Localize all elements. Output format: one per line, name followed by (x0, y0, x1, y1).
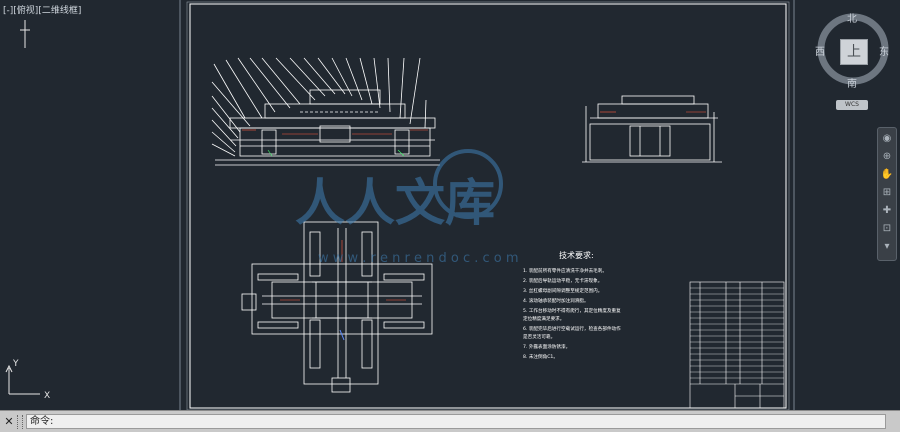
orbit-icon[interactable]: ⊕ (882, 151, 892, 162)
wcs-menu[interactable]: WCS (836, 100, 868, 110)
watermark-text: 人人文库 (295, 174, 495, 232)
viewcube-ring[interactable] (817, 13, 889, 85)
watermark-url: w w w . r e n r e n d o c . c o m (318, 251, 519, 266)
viewcube[interactable]: 北 南 西 东 上 (815, 8, 891, 98)
viewcube-south[interactable]: 南 (847, 79, 857, 90)
viewcube-east[interactable]: 东 (879, 47, 889, 58)
model-viewport[interactable]: 技术要求: 1. 装配前所有零件应清洗干净并去毛刺。 2. 装配后导轨运动平稳，… (0, 0, 900, 410)
navigation-bar[interactable]: ◉ ⊕ ✋ ⊞ ✚ ⊡ ▾ (877, 127, 897, 261)
command-input[interactable]: 命令: (26, 414, 886, 429)
tech-req-line: 定位精度满足要求。 (523, 315, 564, 322)
tech-req-line: 6. 装配完毕后进行空载试运行，检查各部件动作 (523, 325, 621, 332)
tech-req-line: 4. 滚动轴承装配时加注润滑脂。 (523, 297, 589, 304)
tech-req-line: 是否灵活可靠。 (523, 333, 555, 340)
zoom-icon[interactable]: ✚ (882, 205, 892, 216)
viewcube-top-face[interactable]: 上 (840, 39, 868, 65)
watermark-logo (433, 149, 503, 219)
command-line-bar: ✕ 命令: (0, 410, 900, 432)
tech-req-line: 1. 装配前所有零件应清洗干净并去毛刺。 (523, 267, 607, 274)
tech-req-line: 2. 装配后导轨运动平稳，无卡滞现象。 (523, 277, 602, 284)
side-section-view (582, 95, 722, 163)
command-line-grip[interactable] (17, 415, 23, 429)
tech-req-line: 5. 工作台移动时不得有爬行，其定位精度及重复 (523, 307, 621, 314)
cad-drawing: 技术要求: 1. 装配前所有零件应清洗干净并去毛刺。 2. 装配后导轨运动平稳，… (5, 0, 889, 410)
viewcube-west[interactable]: 西 (815, 47, 825, 58)
viewport-minus-control[interactable]: [-] (3, 6, 14, 16)
watermark: 人人文库 w w w . r e n r e n d o c . c o m (295, 149, 519, 266)
visual-style-control[interactable]: [二维线框] (38, 6, 82, 16)
tech-req-lines: 1. 装配前所有零件应清洗干净并去毛刺。 2. 装配后导轨运动平稳，无卡滞现象。… (523, 267, 621, 360)
top-plan-view (241, 221, 433, 393)
zoom-extents-icon[interactable]: ⊞ (882, 187, 892, 198)
showmotion-icon[interactable]: ⊡ (882, 223, 892, 234)
viewport-controls-label[interactable]: [-][俯视][二维线框] (3, 3, 81, 16)
ucs-y-label: Y (12, 359, 19, 369)
tech-req-line: 8. 未注倒角C1。 (523, 353, 558, 360)
navbar-menu-icon[interactable]: ▾ (884, 241, 890, 252)
tech-req-title: 技术要求: (559, 250, 594, 260)
steering-wheel-icon[interactable]: ◉ (882, 133, 892, 144)
tech-req-line: 3. 丝杠螺母副间隙调整至规定范围内。 (523, 287, 602, 294)
ucs-x-label: X (44, 391, 50, 401)
tech-req-line: 7. 外露表面涂防锈漆。 (523, 343, 570, 350)
pan-icon[interactable]: ✋ (880, 169, 894, 180)
view-mode-control[interactable]: [俯视] (13, 6, 39, 16)
ucs-icon (5, 364, 40, 395)
front-section-view (211, 57, 440, 166)
viewcube-north[interactable]: 北 (847, 14, 857, 25)
close-icon[interactable]: ✕ (4, 415, 14, 428)
title-block (689, 281, 785, 409)
